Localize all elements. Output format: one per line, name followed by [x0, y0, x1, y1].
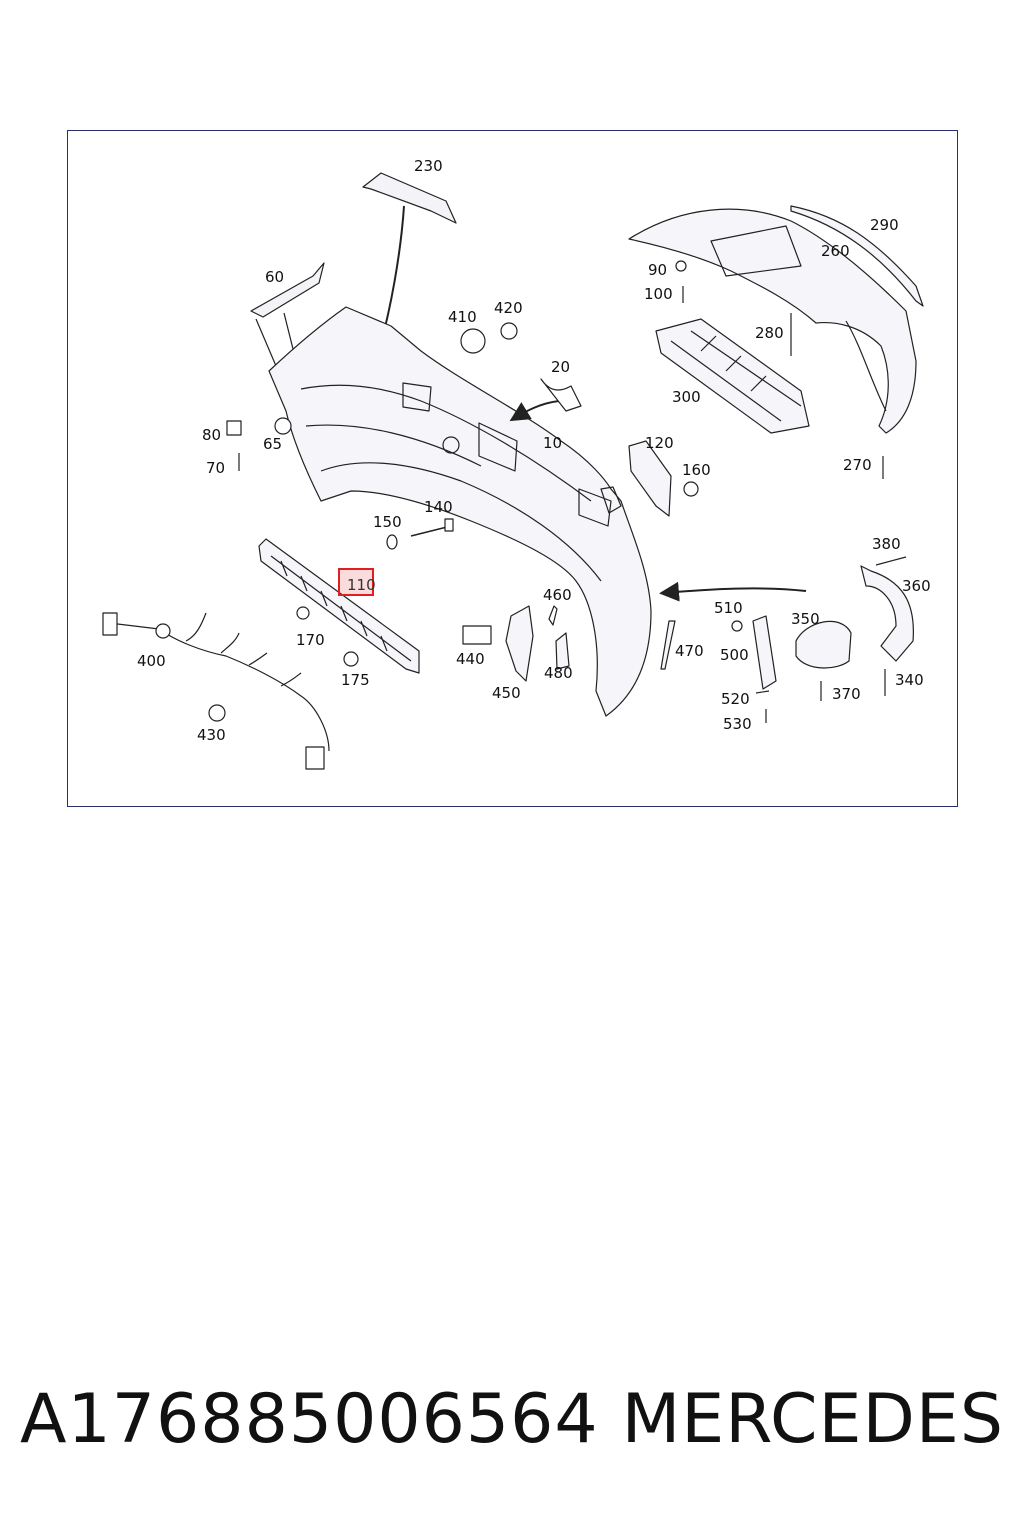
callout-60: 60: [265, 268, 285, 286]
callout-440: 440: [456, 650, 485, 668]
callout-260: 260: [821, 242, 850, 260]
callout-150: 150: [373, 513, 402, 531]
callout-70: 70: [206, 459, 226, 477]
parts-diagram-frame: [67, 130, 958, 807]
trim-strip-230: [362, 172, 457, 224]
callout-340: 340: [895, 671, 924, 689]
callout-430: 430: [197, 726, 226, 744]
strip-290: [790, 205, 924, 307]
bracket-60: [250, 262, 325, 318]
callout-290: 290: [870, 216, 899, 234]
diffuser-260: [628, 208, 917, 434]
bumper-exploded-drawing: [102, 172, 924, 770]
callout-300: 300: [672, 388, 701, 406]
grille-300: [655, 318, 810, 434]
bracket-500: [752, 615, 777, 690]
callout-100: 100: [644, 285, 673, 303]
callout-270: 270: [843, 456, 872, 474]
callout-65: 65: [263, 435, 283, 453]
callout-520: 520: [721, 690, 750, 708]
callout-80: 80: [202, 426, 222, 444]
bracket-480: [555, 632, 570, 670]
callout-280: 280: [755, 324, 784, 342]
callout-510: 510: [714, 599, 743, 617]
callout-20: 20: [551, 358, 571, 376]
brand-name: MERCEDES: [621, 1380, 1004, 1459]
callout-170: 170: [296, 631, 325, 649]
callout-350: 350: [791, 610, 820, 628]
housing-350: [795, 620, 852, 669]
callout-460: 460: [543, 586, 572, 604]
callout-400: 400: [137, 652, 166, 670]
callout-360: 360: [902, 577, 931, 595]
callout-10: 10: [543, 434, 563, 452]
callout-480: 480: [544, 664, 573, 682]
callout-120: 120: [645, 434, 674, 452]
callout-410: 410: [448, 308, 477, 326]
callout-110: 110: [347, 576, 376, 594]
callout-370: 370: [832, 685, 861, 703]
bracket-360: [860, 565, 914, 662]
module-440: [462, 625, 492, 645]
bracket-120: [628, 440, 672, 517]
wiring-harness-400: [108, 622, 330, 752]
callout-530: 530: [723, 715, 752, 733]
bumper-cover-10: [268, 306, 652, 717]
callout-140: 140: [424, 498, 453, 516]
callout-420: 420: [494, 299, 523, 317]
part-number: A176885006564: [20, 1380, 599, 1459]
part-footer: A176885006564 MERCEDES: [20, 1380, 1004, 1460]
callout-500: 500: [720, 646, 749, 664]
callout-90: 90: [648, 261, 668, 279]
callout-380: 380: [872, 535, 901, 553]
callout-175: 175: [341, 671, 370, 689]
strip-470: [660, 620, 676, 670]
callout-470: 470: [675, 642, 704, 660]
callout-450: 450: [492, 684, 521, 702]
callout-230: 230: [414, 157, 443, 175]
bracket-450: [505, 605, 534, 682]
absorber-110: [258, 538, 420, 674]
highlighted-part-110[interactable]: 110: [338, 568, 376, 596]
callout-160: 160: [682, 461, 711, 479]
